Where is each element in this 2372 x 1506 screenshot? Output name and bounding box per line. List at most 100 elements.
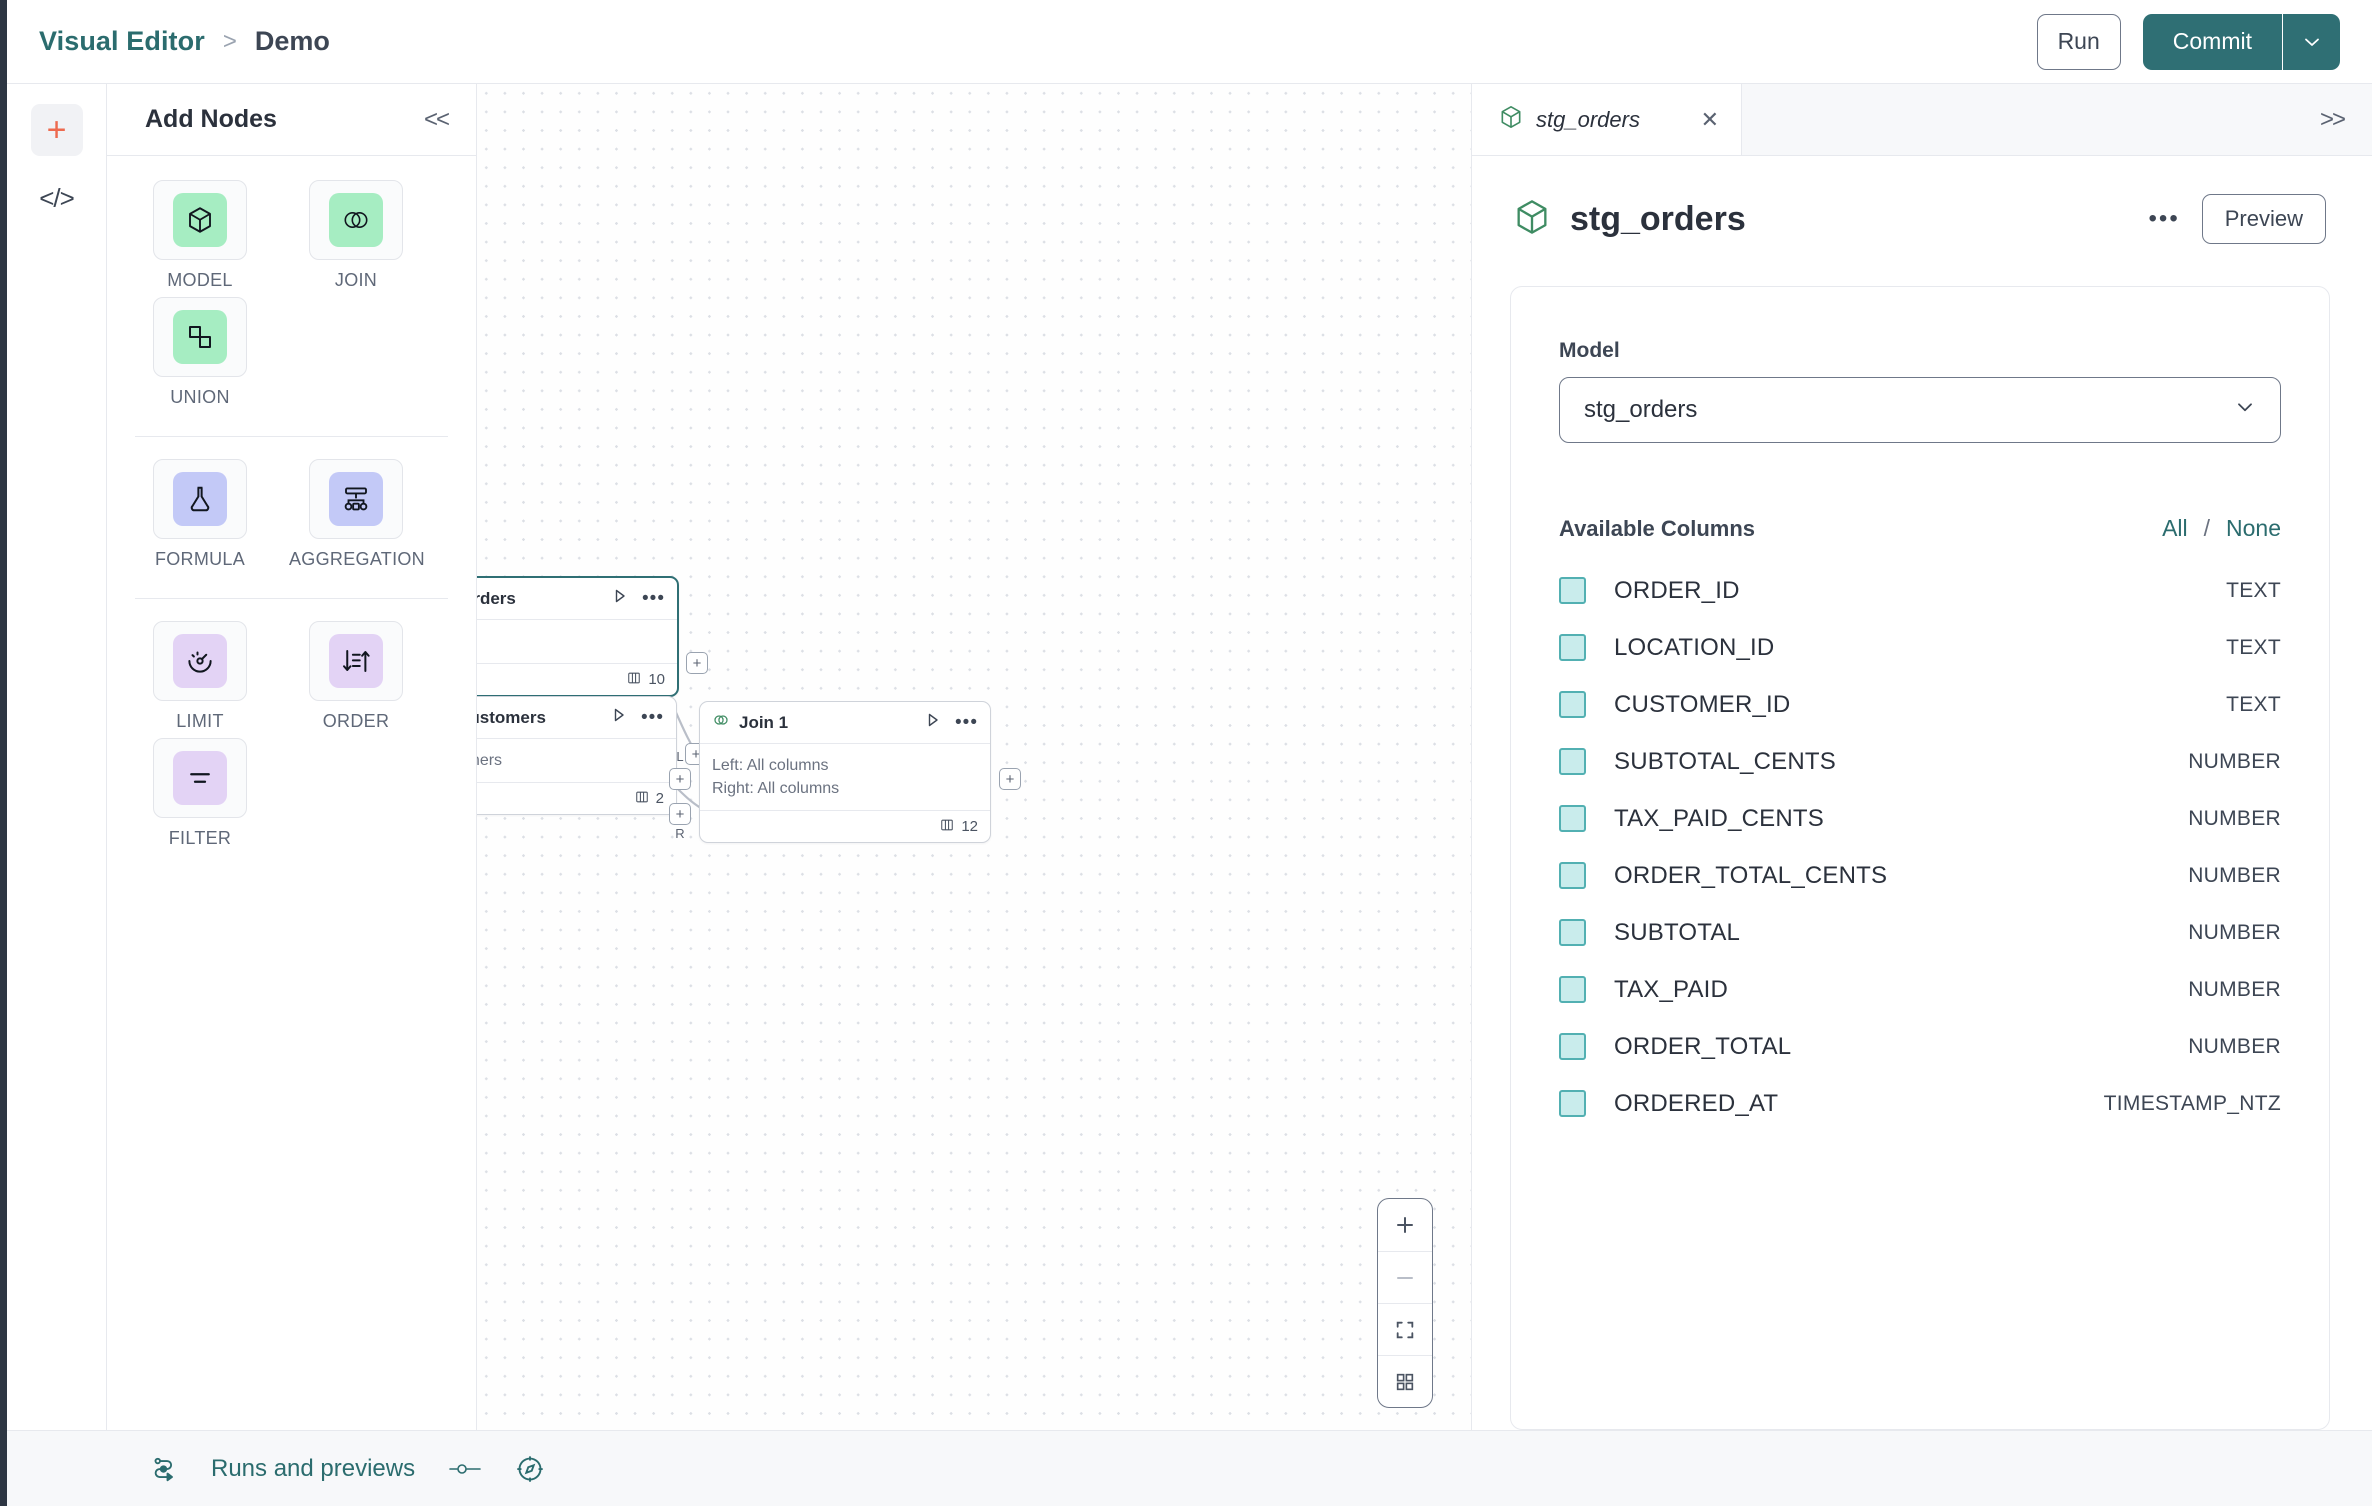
column-name: LOCATION_ID [1614, 633, 1775, 661]
input-port-label-right: R [675, 826, 685, 841]
zoom-out-button[interactable] [1378, 1251, 1432, 1303]
fit-view-button[interactable] [1378, 1303, 1432, 1355]
node-palette-item-order[interactable]: ORDER [289, 621, 423, 732]
node-tile[interactable] [309, 180, 403, 260]
flow-node-header: stg_orders ••• [477, 578, 677, 620]
output-port[interactable]: + [686, 652, 708, 674]
node-tile[interactable] [153, 297, 247, 377]
model-select[interactable]: stg_orders [1559, 377, 2281, 443]
column-row[interactable]: TAX_PAID_CENTS NUMBER [1559, 790, 2281, 847]
flow-node-body: stg_orders [477, 620, 677, 663]
column-row[interactable]: TAX_PAID NUMBER [1559, 961, 2281, 1018]
column-checkbox[interactable] [1559, 691, 1586, 718]
select-none-link[interactable]: None [2226, 515, 2281, 541]
rail-add-button[interactable]: + [30, 104, 83, 156]
available-columns-actions: All / None [2162, 515, 2281, 542]
column-row[interactable]: ORDER_TOTAL_CENTS NUMBER [1559, 847, 2281, 904]
node-palette-item-aggregation[interactable]: AGGREGATION [289, 459, 425, 570]
column-checkbox[interactable] [1559, 577, 1586, 604]
input-port-left[interactable]: + [669, 768, 691, 790]
node-tile[interactable] [153, 459, 247, 539]
flow-canvas[interactable]: stg_orders ••• stg_orders 10 + [477, 84, 1472, 1430]
zoom-in-button[interactable] [1378, 1199, 1432, 1251]
column-checkbox[interactable] [1559, 919, 1586, 946]
tab-stg-orders[interactable]: stg_orders ✕ [1472, 84, 1742, 155]
column-row[interactable]: SUBTOTAL_CENTS NUMBER [1559, 733, 2281, 790]
node-palette-item-formula[interactable]: FORMULA [133, 459, 267, 570]
node-palette-item-union[interactable]: UNION [133, 297, 267, 408]
column-checkbox[interactable] [1559, 1090, 1586, 1117]
node-palette-label: FILTER [168, 828, 232, 848]
close-icon[interactable]: ✕ [1700, 106, 1719, 132]
node-palette-label: AGGREGATION [289, 549, 425, 569]
column-type: TEXT [2226, 692, 2281, 716]
node-menu-icon[interactable]: ••• [641, 706, 664, 728]
breadcrumb-current: Demo [254, 26, 330, 56]
commit-button[interactable]: Commit [2142, 13, 2282, 70]
node-palette-label: ORDER [322, 711, 390, 731]
node-group-row-ops: LIMIT ORDER [133, 621, 450, 855]
run-button[interactable]: Run [2036, 13, 2121, 70]
compass-icon[interactable] [515, 1454, 545, 1484]
node-tile[interactable] [153, 738, 247, 818]
column-checkbox[interactable] [1559, 748, 1586, 775]
column-checkbox[interactable] [1559, 634, 1586, 661]
runs-and-previews-label[interactable]: Runs and previews [211, 1454, 416, 1482]
node-tile[interactable] [153, 621, 247, 701]
breadcrumb-root[interactable]: Visual Editor [39, 26, 205, 56]
column-name: ORDERED_AT [1614, 1089, 1779, 1117]
node-tile[interactable] [309, 459, 403, 539]
preview-button[interactable]: Preview [2201, 194, 2326, 244]
flow-node-title: Join 1 [739, 712, 789, 732]
divider [135, 598, 448, 599]
more-options-icon[interactable]: ••• [2148, 204, 2180, 232]
column-checkbox[interactable] [1559, 805, 1586, 832]
input-port-right[interactable]: + [669, 803, 691, 825]
node-menu-icon[interactable]: ••• [955, 711, 978, 733]
node-tile[interactable] [309, 621, 403, 701]
columns-icon [635, 790, 649, 808]
flow-node-stg-orders[interactable]: stg_orders ••• stg_orders 10 + [477, 576, 708, 698]
flask-icon [173, 472, 227, 526]
node-menu-icon[interactable]: ••• [642, 587, 665, 609]
expand-panel-icon[interactable]: >> [2319, 105, 2346, 133]
flow-node-join-1[interactable]: Join 1 ••• Left: All columns Right: All … [669, 701, 1021, 844]
column-row[interactable]: ORDERED_AT TIMESTAMP_NTZ [1559, 1075, 2281, 1132]
collapse-panel-icon[interactable]: << [423, 105, 450, 133]
column-row[interactable]: ORDER_ID TEXT [1559, 562, 2281, 619]
commit-dropdown-button[interactable] [2282, 13, 2340, 70]
column-checkbox[interactable] [1559, 862, 1586, 889]
breadcrumb-separator: > [222, 27, 237, 55]
run-node-icon[interactable] [611, 707, 627, 728]
run-node-icon[interactable] [612, 588, 628, 609]
flow-node-stg-customers[interactable]: stg_customers ••• stg_customers 2 + [477, 696, 707, 816]
select-all-link[interactable]: All [2162, 515, 2188, 541]
column-name: SUBTOTAL [1614, 918, 1741, 946]
run-node-icon[interactable] [925, 712, 941, 733]
node-palette-label: LIMIT [176, 711, 224, 731]
node-palette-item-model[interactable]: MODEL [133, 180, 267, 291]
column-checkbox[interactable] [1559, 976, 1586, 1003]
rail-code-button[interactable]: </> [31, 172, 83, 224]
tab-bar-spacer: >> [1742, 84, 2372, 155]
column-checkbox[interactable] [1559, 1033, 1586, 1060]
node-palette-item-limit[interactable]: LIMIT [133, 621, 267, 732]
column-row[interactable]: CUSTOMER_ID TEXT [1559, 676, 2281, 733]
sort-icon [329, 634, 383, 688]
minimap-button[interactable] [1378, 1355, 1432, 1407]
output-port[interactable]: + [999, 768, 1021, 790]
toggle-icon[interactable] [447, 1459, 483, 1479]
node-tile[interactable] [153, 180, 247, 260]
top-bar-actions: Run Commit [2036, 13, 2372, 70]
node-palette-item-join[interactable]: JOIN [289, 180, 423, 291]
flow-node-footer: 10 [477, 663, 677, 695]
column-row[interactable]: ORDER_TOTAL NUMBER [1559, 1018, 2281, 1075]
available-columns-list: ORDER_ID TEXT LOCATION_ID TEXT CUSTOMER_… [1559, 562, 2281, 1132]
column-type: NUMBER [2188, 977, 2281, 1001]
node-palette-item-filter[interactable]: FILTER [133, 738, 267, 849]
plus-icon: + [46, 111, 67, 149]
column-row[interactable]: LOCATION_ID TEXT [1559, 619, 2281, 676]
column-row[interactable]: SUBTOTAL NUMBER [1559, 904, 2281, 961]
union-shapes-icon [173, 310, 227, 364]
